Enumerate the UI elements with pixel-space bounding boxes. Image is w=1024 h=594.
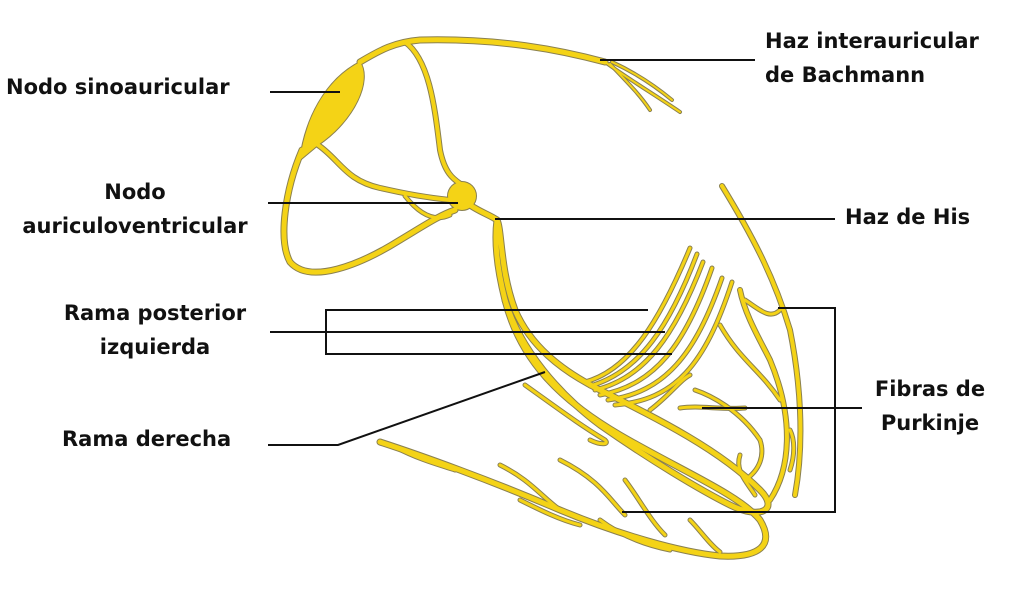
purkinje-fiber <box>788 428 796 472</box>
his-bundle <box>467 202 500 223</box>
purkinje-fiber <box>523 383 608 446</box>
posterior-internodal-outline <box>280 146 459 276</box>
posterior-fan-fiber <box>593 260 705 392</box>
label-posterior-line1: Rama posterior <box>63 301 247 325</box>
bachmann-bundle <box>357 37 608 65</box>
leader-right-branch <box>268 371 546 446</box>
purkinje-fiber <box>648 373 692 412</box>
posterior-internodal <box>281 147 458 275</box>
middle-internodal <box>316 143 452 202</box>
posterior-fan-fiber <box>606 276 724 402</box>
posterior-fan-fiber <box>588 252 699 388</box>
purkinje-fiber-outline <box>692 387 763 443</box>
label-bachmann-line1: Haz interauricular <box>765 29 979 53</box>
av-loop <box>403 194 452 220</box>
purkinje-fiber <box>743 438 764 482</box>
purkinje-fiber <box>558 458 627 517</box>
purkinje-fiber <box>718 323 782 402</box>
purkinje-fiber <box>693 388 762 442</box>
bachmann-fiber <box>609 63 651 111</box>
label-right-branch: Rama derecha <box>62 427 232 451</box>
label-purkinje-line1: Fibras de <box>874 377 986 401</box>
fiber-outlines <box>280 36 804 560</box>
right-bundle <box>377 297 769 559</box>
label-purkinje-line2: Purkinje <box>880 411 980 435</box>
purkinje-fiber <box>393 445 457 472</box>
posterior-fan-fiber <box>583 246 692 384</box>
purkinje-fiber <box>738 288 789 502</box>
posterior-fan-fiber <box>598 266 714 397</box>
anterior-internodal <box>403 40 464 187</box>
label-av-node-line1: Nodo <box>104 180 166 204</box>
posterior-fan-fiber <box>613 280 734 407</box>
label-his: Haz de His <box>845 205 971 229</box>
leader-lines <box>268 59 862 513</box>
purkinje-fiber <box>743 298 782 316</box>
label-posterior-line2: izquierda <box>99 335 211 359</box>
label-av-node: Nodo auriculoventricular <box>4 175 266 243</box>
middle-internodal-outline <box>315 142 453 203</box>
leader-purkinje-bracket <box>622 307 836 513</box>
label-bachmann-line2: de Bachmann <box>765 63 926 87</box>
purkinje-fiber-outline <box>557 457 628 518</box>
label-bachmann: Haz interauricular de Bachmann <box>765 24 979 92</box>
purkinje-fiber <box>737 453 757 497</box>
purkinje-fiber <box>688 518 722 554</box>
purkinje-fiber <box>720 184 803 497</box>
label-purkinje: Fibras de Purkinje <box>865 372 995 440</box>
purkinje-fiber <box>623 478 667 537</box>
purkinje-fiber <box>598 518 672 552</box>
bachmann-fiber <box>611 61 673 101</box>
purkinje-fiber <box>518 498 582 527</box>
purkinje-fiber <box>498 463 562 512</box>
label-sa-node: Nodo sinoauricular <box>6 75 230 99</box>
label-av-node-line2: auriculoventricular <box>22 214 248 238</box>
label-posterior: Rama posterior izquierda <box>40 296 270 364</box>
bachmann-fiber-outline <box>610 60 674 102</box>
posterior-fan-fiber-outline <box>582 245 693 385</box>
sa-node <box>300 62 364 160</box>
conduction-fibers <box>280 36 804 560</box>
